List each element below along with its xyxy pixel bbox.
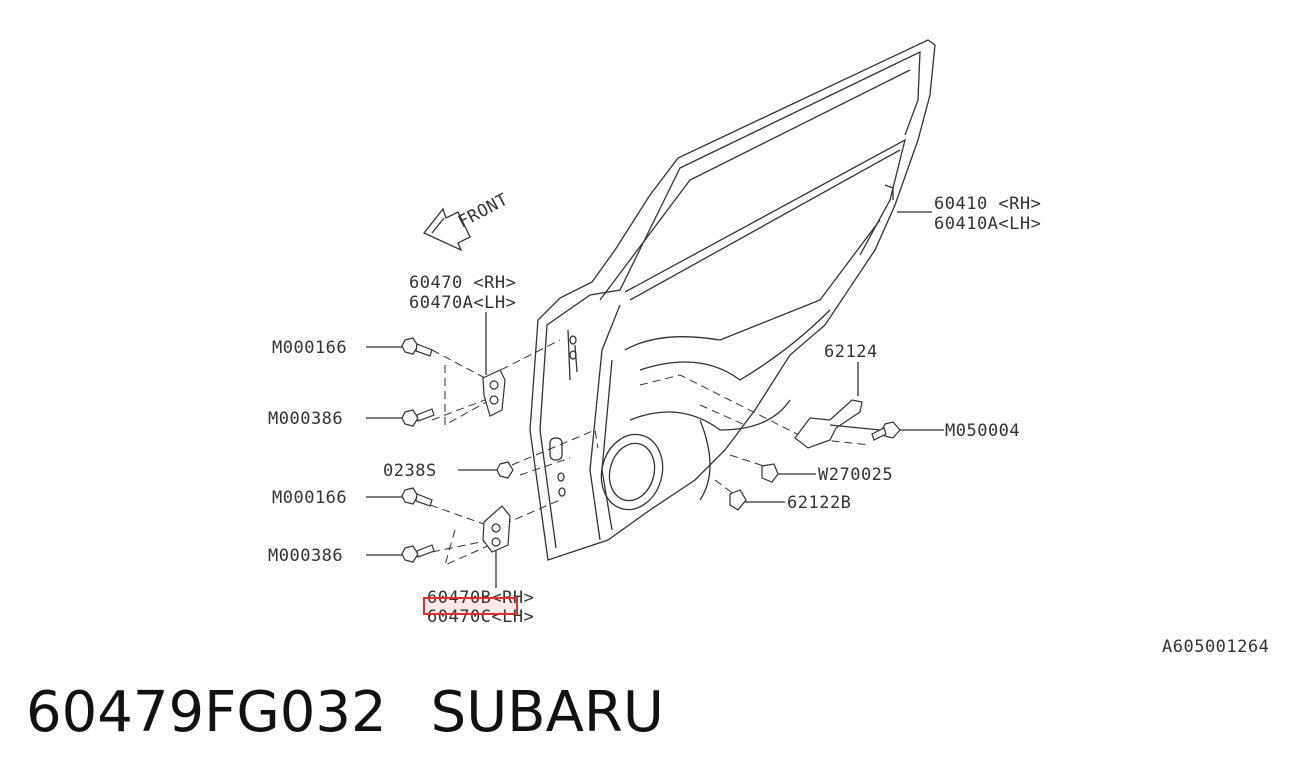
lower-hinge-lh-label: 60470C<LH> [427,607,534,627]
upper-hinge [482,369,506,417]
bolt-icon [401,408,435,427]
upper-hinge-lh-label: 60470A<LH> [409,293,516,313]
bolt-upper-2-label: M000386 [268,409,343,429]
brand-name: SUBARU [430,680,664,745]
clip-label: W270025 [818,465,893,485]
checker-label: 62124 [824,342,878,362]
lower-hinge [482,505,511,553]
parts-diagram: FRONT [268,39,1269,657]
bolt-upper-1-label: M000166 [272,338,347,358]
highlight-box [423,597,518,615]
bolt-icon [401,487,433,507]
door-checker [794,399,881,449]
bolt-icon [401,544,435,563]
bolt-icon [401,337,433,357]
front-arrow-icon [422,207,471,252]
diagram-code: A605001264 [1162,637,1269,657]
bolt-lower-1-label: M000166 [272,488,347,508]
leader-lines [366,211,944,588]
bolt-lower-2-label: M000386 [268,546,343,566]
nut-icon [496,461,514,479]
upper-hinge-rh-label: 60470 <RH> [409,273,516,293]
door-panel-lh-label: 60410A<LH> [934,214,1041,234]
bolt-icon [871,421,901,441]
footer: 60479FG032 SUBARU [26,680,664,745]
rear-door-panel [529,39,936,561]
grommet-label: 62122B [787,493,851,513]
part-number: 60479FG032 [26,680,387,745]
checker-bolt-label: M050004 [945,421,1020,441]
front-label: FRONT [455,190,512,233]
nut-label: 0238S [383,461,437,481]
clip-icon [761,463,779,483]
grommet-icon [729,489,747,511]
door-panel-rh-label: 60410 <RH> [934,194,1041,214]
